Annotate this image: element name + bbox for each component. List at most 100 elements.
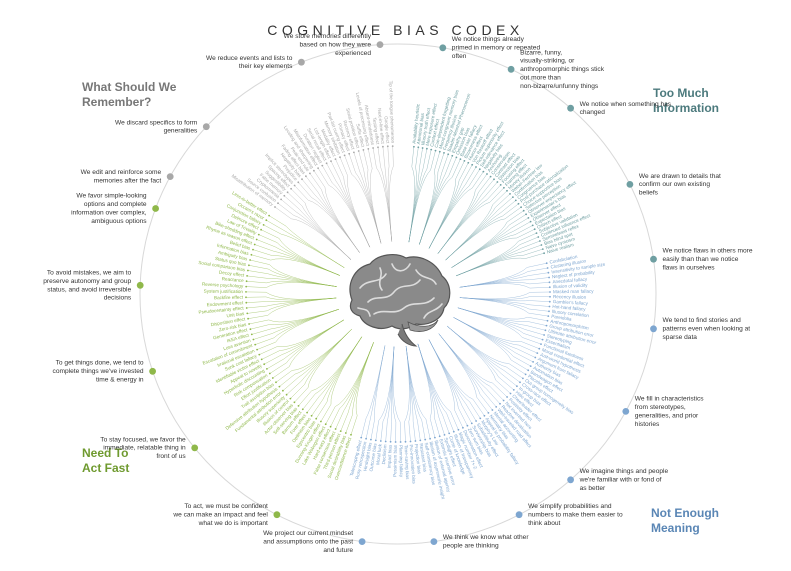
- bias-tip-dot: [517, 202, 520, 205]
- bias-branch-line: [375, 346, 395, 441]
- bias-tip-dot: [384, 440, 387, 443]
- category-note-line: information over complex,: [71, 209, 147, 216]
- bias-label: Pseudocertainty effect: [198, 305, 244, 314]
- bias-branch-line: [245, 296, 337, 301]
- bias-label: Projection bias: [414, 444, 423, 475]
- bias-branch-line: [419, 159, 461, 245]
- bias-tip-dot: [313, 169, 315, 172]
- bias-label: Suffix effect: [355, 123, 365, 148]
- bias-tip-dot: [499, 184, 502, 186]
- bias-tip-dot: [266, 368, 268, 370]
- bias-branch-line: [326, 163, 371, 248]
- bias-branch-line: [250, 259, 337, 287]
- bias-label: Illusory correlation: [552, 309, 590, 318]
- bias-branch-line: [245, 291, 337, 300]
- bias-tip-dot: [547, 315, 550, 317]
- bias-label: Backfire effect: [214, 295, 244, 301]
- bias-branch-line: [438, 333, 504, 401]
- bias-tip-dot: [339, 156, 341, 159]
- bias-label: Neglect of probability: [552, 270, 596, 280]
- bias-branch-line: [453, 317, 538, 354]
- bias-tip-dot: [443, 434, 446, 436]
- bias-tip-dot: [438, 150, 441, 153]
- bias-tip-dot: [495, 406, 498, 408]
- category-note-line: and assumptions onto the past: [263, 538, 353, 545]
- bias-branch-line: [459, 296, 551, 300]
- bias-branch-line: [316, 336, 362, 419]
- category-note-line: We reduce events and lists to: [206, 55, 293, 62]
- bias-branch-line: [457, 307, 542, 345]
- quadrant-label-too-much-information: Too Much Information: [653, 86, 719, 116]
- bias-tip-dot: [548, 310, 550, 313]
- bias-tip-dot: [343, 154, 346, 157]
- bias-tip-dot: [306, 411, 308, 414]
- bias-tip-dot: [260, 228, 262, 231]
- bias-tip-dot: [339, 430, 342, 432]
- bias-tip-dot: [545, 262, 548, 265]
- bias-label: Reactance: [222, 276, 245, 283]
- bias-tip-dot: [502, 399, 505, 402]
- bias-tip-dot: [535, 232, 538, 235]
- category-note-line: people are thinking: [443, 543, 499, 550]
- bias-branch-line: [368, 148, 382, 244]
- category-dot: [358, 538, 366, 545]
- category-note-line: sparse data: [663, 334, 698, 341]
- bias-tip-dot: [310, 414, 313, 417]
- bias-tip-dot: [350, 433, 352, 436]
- category-dot: [650, 255, 657, 263]
- bias-tip-dot: [301, 178, 303, 181]
- bias-tip-dot: [263, 363, 266, 366]
- category-dot: [298, 58, 305, 66]
- bias-tip-dot: [250, 253, 253, 256]
- bias-tip-dot: [417, 146, 420, 149]
- bias-label: System justification: [204, 289, 244, 295]
- category-note-line: we're familiar with or fond of: [579, 477, 662, 484]
- bias-tip-dot: [493, 178, 495, 181]
- bias-tip-dot: [527, 369, 530, 372]
- bias-label: Ambiguity bias: [218, 250, 249, 262]
- bias-branch-line: [252, 249, 340, 276]
- bias-tip-dot: [301, 408, 304, 411]
- bias-label: Hot-hand fallacy: [552, 304, 586, 312]
- bias-tip-dot: [463, 160, 466, 162]
- bias-branch-line: [259, 319, 345, 355]
- category-dot: [166, 173, 174, 181]
- bias-tip-dot: [386, 145, 389, 148]
- bias-tip-dot: [289, 397, 292, 400]
- bias-tip-dot: [438, 435, 441, 438]
- bias-branch-line: [268, 215, 345, 268]
- category-note-line: based on how they were: [300, 41, 372, 48]
- bias-label: Tip of the tongue phenomenon: [388, 81, 395, 144]
- bias-tip-dot: [421, 147, 424, 149]
- bias-tip-dot: [462, 426, 464, 429]
- category-note-line: and future: [323, 547, 353, 554]
- bias-branch-line: [408, 146, 415, 243]
- category-note-line: To stay focused, we favor the: [100, 436, 186, 443]
- bias-tip-dot: [260, 358, 263, 361]
- bias-tip-dot: [509, 193, 511, 195]
- category-note-line: their key elements: [239, 63, 293, 70]
- bias-tip-dot: [483, 414, 486, 417]
- page-title: COGNITIVE BIAS CODEX: [267, 22, 524, 38]
- category-note-line: front of us: [156, 453, 186, 460]
- bias-label: Gambler's fallacy: [553, 299, 589, 306]
- bias-tip-dot: [317, 167, 319, 170]
- category-note-line: often: [452, 53, 467, 60]
- category-note-line: preserve autonomy and group: [43, 278, 131, 285]
- bias-tip-dot: [248, 264, 250, 267]
- category-dot: [567, 476, 574, 484]
- category-note-line: changed: [580, 109, 606, 116]
- bias-branch-line: [456, 248, 543, 277]
- category-dot: [507, 65, 515, 73]
- bias-tip-dot: [509, 392, 512, 395]
- bias-label: Next-in-line effect: [377, 108, 386, 145]
- bias-tip-dot: [252, 248, 254, 251]
